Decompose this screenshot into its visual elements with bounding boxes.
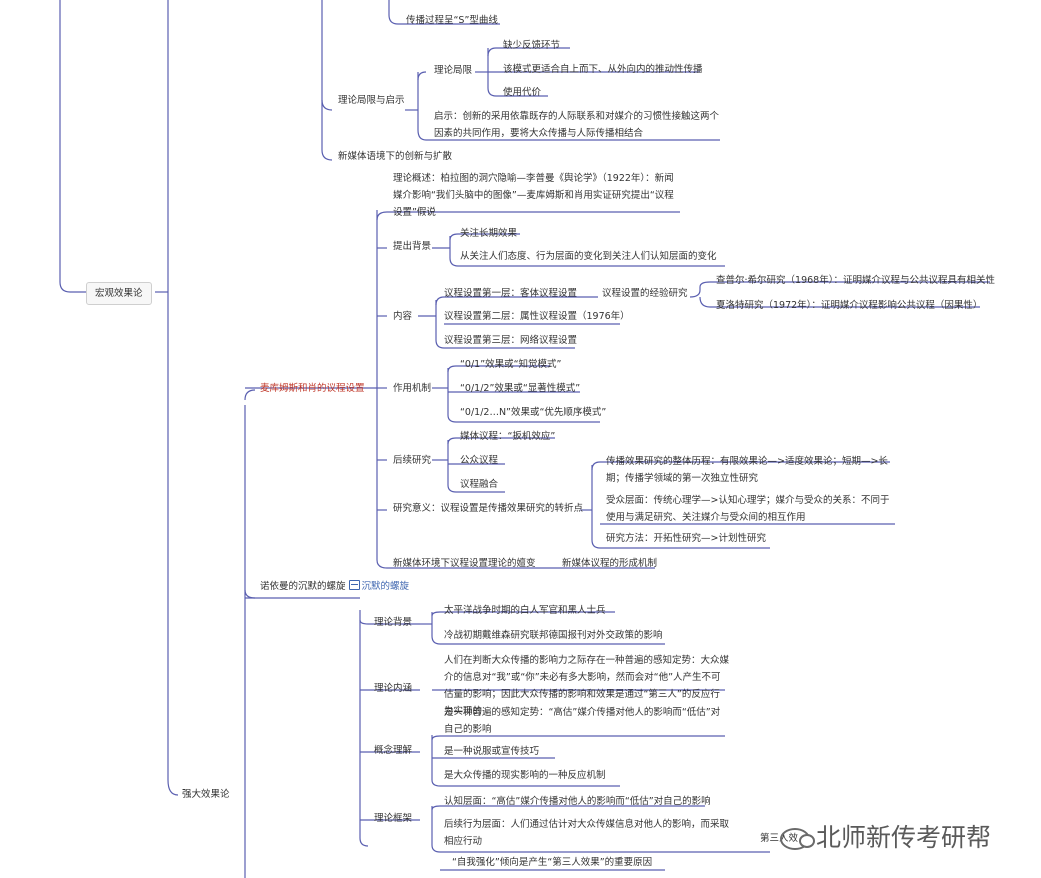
background-node: 提出背景 (393, 241, 432, 252)
theory-background-node: 理论背景 (374, 617, 413, 628)
concept-node: 概念理解 (374, 745, 413, 756)
public-agenda-node: 公众议程 (460, 455, 499, 466)
spiral-node[interactable]: 诺依曼的沉默的螺旋 沉默的螺旋 (260, 578, 409, 595)
level3-node: 议程设置第三层：网络议程设置 (444, 335, 578, 346)
top-down-node: 该模式更适合自上而下、从外向内的推动性传播 (503, 64, 703, 75)
history-node: 传播效果研究的整体历程：有限效果论—>适度效果论；短期—>长期；传播学领域的第一… (606, 456, 888, 484)
strong-effects-node: 强大效果论 (182, 789, 230, 800)
limits-inspiration-node: 理论局限与启示 (338, 95, 405, 106)
theory-limits-node: 理论局限 (434, 65, 473, 76)
m01-node: “0/1”效果或“知觉模式” (460, 359, 562, 370)
reaction-node: 是大众传播的现实影响的一种反应机制 (444, 770, 606, 781)
level1-node: 议程设置第一层：客体议程设置 (444, 288, 578, 299)
perception-set-node: 是一种普遍的感知定势：“高估”媒介传播对他人的影响而“低估”对自己的影响 (444, 707, 721, 735)
agenda-fusion-node: 议程融合 (460, 479, 499, 490)
pacific-war-node: 太平洋战争时期的白人军官和黑人士兵 (444, 605, 606, 616)
media-agenda-node: 媒体议程：“扳机效应” (460, 431, 556, 442)
new-media-diffusion-node: 新媒体语境下的创新与扩散 (338, 151, 453, 162)
spiral-link[interactable]: 沉默的螺旋 (361, 581, 410, 592)
level2-node: 议程设置第二层：属性议程设置（1976年） (444, 311, 630, 322)
cognitive-level-node: 认知层面：“高估”媒介传播对他人的影响而“低估”对自己的影响 (444, 796, 711, 807)
chapel-hill-node: 查普尔·希尔研究（1968年）：证明媒介议程与公共议程具有相关性 (716, 275, 995, 286)
long-term-node: 关注长期效果 (460, 228, 518, 239)
empirical-node: 议程设置的经验研究 (602, 288, 688, 299)
connotation-text-node: 人们在判断大众传播的影响力之际存在一种普遍的感知定势：大众媒介的信息对“我”或“… (444, 655, 730, 717)
theory-overview-node: 理论概述：柏拉图的洞穴隐喻—李普曼《舆论学》（1922年）：新闻媒介影响“我们头… (393, 173, 674, 218)
followup-node: 后续研究 (393, 455, 432, 466)
m012n-node: “0/1/2…N”效果或“优先顺序模式” (460, 407, 607, 418)
spiral-label: 诺依曼的沉默的螺旋 (260, 581, 346, 592)
cold-war-node: 冷战初期戴维森研究联邦德国报刊对外交政策的影响 (444, 630, 663, 641)
agenda-setting-node: 麦库姆斯和肖的议程设置 (260, 383, 365, 394)
new-media-formation-node: 新媒体议程的形成机制 (562, 558, 658, 569)
m012-node: “0/1/2”效果或“显著性模式” (460, 383, 581, 394)
s-curve-node: 传播过程呈“S”型曲线 (406, 15, 498, 26)
third-person-partial-node: 第三人效 (760, 833, 799, 844)
cognition-focus-node: 从关注人们态度、行为层面的变化到关注人们认知层面的变化 (460, 251, 717, 262)
macro-effects-node: 宏观效果论 (86, 282, 152, 305)
watermark-text: 北师新传考研帮 (816, 823, 992, 852)
method-node: 研究方法：开拓性研究—>计划性研究 (606, 533, 766, 544)
theory-connotation-node: 理论内涵 (374, 683, 413, 694)
mechanism-node: 作用机制 (393, 383, 432, 394)
framework-node: 理论框架 (374, 813, 413, 824)
inspiration-node: 启示：创新的采用依靠既存的人际联系和对媒介的习惯性接触这两个因素的共同作用，要将… (434, 111, 720, 139)
usage-cost-node: 使用代价 (503, 87, 542, 98)
watermark: 北师新传考研帮 (780, 818, 991, 854)
persuasion-node: 是一种说服或宣传技巧 (444, 746, 540, 757)
significance-node: 研究意义：议程设置是传播效果研究的转折点 (393, 503, 584, 514)
wechat-icon (780, 828, 815, 850)
content-node: 内容 (393, 311, 413, 322)
new-media-env-node: 新媒体环境下议程设置理论的嬗变 (393, 558, 536, 569)
audience-node: 受众层面：传统心理学—>认知心理学；媒介与受众的关系：不同于使用与满足研究、关注… (606, 495, 890, 523)
behavior-level-node: 后续行为层面：人们通过估计对大众传媒信息对他人的影响，而采取相应行动 (444, 819, 730, 847)
charlotte-node: 夏洛特研究（1972年）：证明媒介议程影响公共议程（因果性） (716, 300, 983, 311)
lack-feedback-node: 缺少反馈环节 (503, 40, 561, 51)
self-enhance-node: “自我强化”倾向是产生“第三人效果”的重要原因 (452, 857, 653, 868)
link-icon[interactable] (348, 580, 360, 590)
